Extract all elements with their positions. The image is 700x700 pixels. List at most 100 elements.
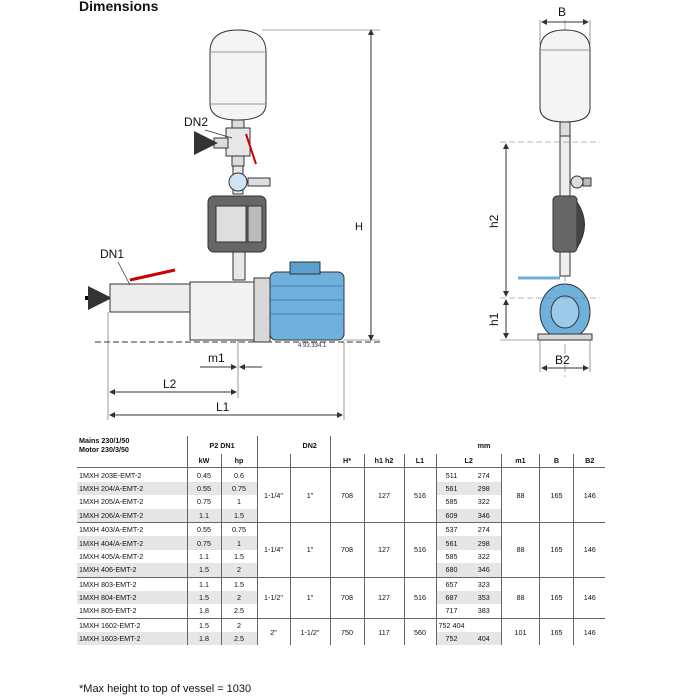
- cell-b: 165: [538, 467, 574, 523]
- cell-l2: 609: [435, 508, 467, 523]
- cell-model: 1MXH 1603-EMT-2: [77, 632, 187, 646]
- cell-hp: 2.5: [220, 632, 257, 646]
- header-m1: m1: [500, 454, 540, 468]
- cell-b: 165: [538, 576, 574, 619]
- cell-h2: 298: [466, 481, 502, 496]
- cell-dn2: 1-1/2": [289, 617, 330, 646]
- cell-model: 1MXH 405/A-EMT-2: [79, 551, 144, 561]
- cell-hp: 0.75: [220, 481, 257, 496]
- cell-kw: 1.5: [186, 590, 221, 605]
- header-l1: L1: [403, 454, 436, 468]
- cell-dn1: 2": [256, 617, 290, 646]
- cell-h2: 298: [466, 536, 502, 550]
- cell-h2: 322: [477, 497, 490, 507]
- cell-h: 708: [329, 467, 364, 523]
- cell-m1: 88: [500, 521, 540, 578]
- cell-model: 1MXH 804-EMT-2: [77, 590, 187, 605]
- header-kw: kW: [186, 454, 221, 468]
- cell-l1: 516: [403, 467, 436, 523]
- side-view: [500, 19, 600, 380]
- cell-h2: 346: [466, 563, 502, 578]
- cell-model: 1MXH 403/A-EMT-2: [77, 521, 187, 537]
- dim-h-label: H: [355, 221, 363, 233]
- cell-kw: 0.55: [186, 521, 221, 537]
- dim-b2-label: B2: [555, 353, 570, 367]
- cell-hp: 1.5: [220, 508, 257, 523]
- header-mm: mm: [477, 440, 491, 450]
- cell-dn1: 1-1/2": [256, 576, 290, 619]
- cell-kw: 0.75: [186, 536, 221, 550]
- cell-dn2: 1": [289, 521, 330, 578]
- cell-model: 1MXH 206/A-EMT-2: [77, 508, 187, 523]
- cell-h2: 323: [466, 576, 502, 591]
- cell-b: 165: [538, 617, 574, 646]
- cell-hp: 0.75: [220, 521, 257, 537]
- cell-h2: 404: [466, 632, 502, 646]
- header-h1h2: h1 h2: [363, 454, 404, 468]
- cell-m1: 88: [500, 576, 540, 619]
- cell-h1: 127: [363, 576, 404, 619]
- cell-l2: 561: [435, 536, 467, 550]
- cell-hp: 2: [220, 617, 257, 633]
- dn1-inlet: [85, 268, 191, 313]
- header-hp: hp: [220, 454, 257, 468]
- cell-hp: 1.5: [220, 549, 257, 564]
- cell-l1: 560: [403, 617, 436, 646]
- dimension-drawing: 4.93.334.1 H DN2 DN1 m1 L2 L1: [85, 5, 600, 420]
- cell-h1: 127: [363, 521, 404, 578]
- cell-hp: 1: [220, 536, 257, 550]
- cell-b2: 146: [572, 467, 606, 523]
- cell-hp: 0.6: [220, 467, 257, 482]
- cell-hp: 1: [220, 495, 257, 509]
- cell-l2: 752: [435, 632, 467, 646]
- cell-hp: 1.5: [220, 576, 257, 591]
- cell-h1: 117: [363, 617, 404, 646]
- cell-b: 165: [538, 521, 574, 578]
- cell-h: 750: [329, 617, 364, 646]
- cell-l2: 585: [435, 549, 467, 564]
- cell-h2: 274: [466, 467, 502, 482]
- cell-h: 708: [329, 576, 364, 619]
- cell-h2: 383: [477, 606, 490, 616]
- cell-model: 1MXH 406-EMT-2: [77, 563, 187, 578]
- header-dn2: DN2: [302, 440, 317, 450]
- header-b: B: [538, 454, 574, 468]
- cell-kw: 0.55: [186, 481, 221, 496]
- header-p2: P2 DN1: [186, 436, 257, 454]
- cell-l2: 585: [435, 495, 467, 509]
- cell-kw: 1.1: [186, 508, 221, 523]
- dim-b-label: B: [558, 5, 566, 19]
- cell-kw: 1.1: [186, 549, 221, 564]
- cell-l1: 516: [403, 521, 436, 578]
- pump-body-front: [189, 261, 345, 343]
- part-code-label: 4.93.334.1: [298, 343, 327, 349]
- cell-l2: 537: [435, 521, 467, 537]
- dn1-label: DN1: [100, 247, 124, 261]
- cell-h2: 346: [466, 508, 502, 523]
- cell-dn1: 1-1/4": [256, 467, 290, 523]
- header-l2: L2: [435, 454, 502, 468]
- cell-m1: 88: [500, 467, 540, 523]
- cell-model: 1MXH 205/A-EMT-2: [79, 497, 144, 507]
- cell-h1: 127: [363, 467, 404, 523]
- cell-dn2: 1": [289, 467, 330, 523]
- pressure-gauge-front: [228, 165, 271, 195]
- cell-model: 1MXH 1602-EMT-2: [77, 617, 187, 633]
- cell-kw: 1.1: [186, 576, 221, 591]
- footnote: *Max height to top of vessel = 1030: [79, 683, 252, 695]
- cell-kw: 0.75: [186, 495, 221, 509]
- dn2-label: DN2: [184, 115, 208, 129]
